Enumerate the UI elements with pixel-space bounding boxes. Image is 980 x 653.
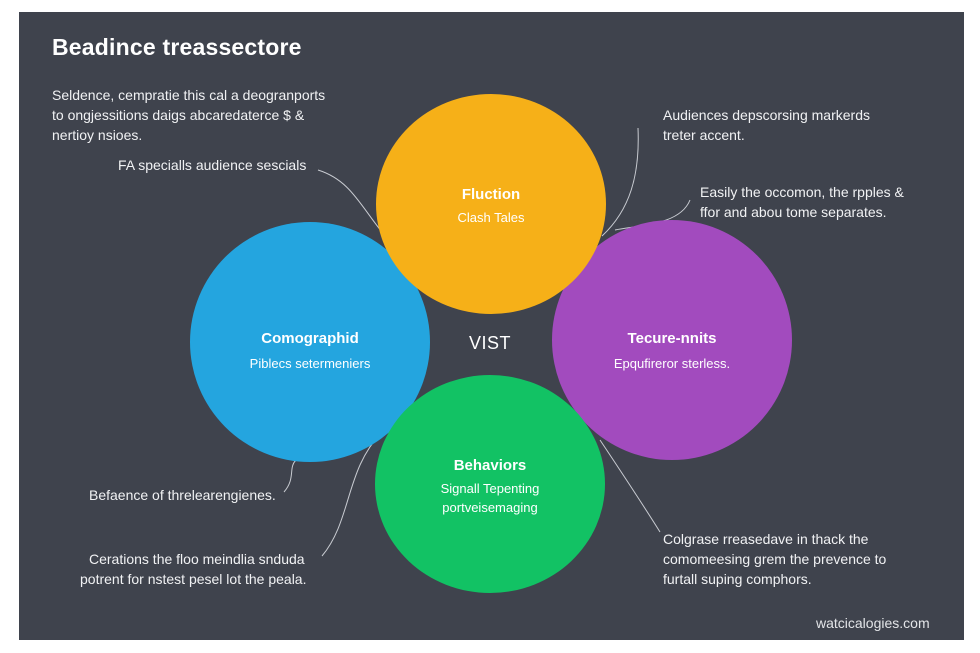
circle-subtitle: Clash Tales <box>457 210 525 225</box>
center-label: VIST <box>468 333 511 353</box>
note-line: FA specialls audience sescials <box>118 157 307 173</box>
connector-left-top <box>317 169 383 233</box>
circle-tecure-nnits: Tecure-nnits Epqufireror sterless. <box>552 220 792 460</box>
right-top-note: Audiences depscorsing markerds treter ac… <box>663 105 870 145</box>
left-top-note: FA specialls audience sescials <box>118 155 306 175</box>
circle-subtitle: Epqufireror sterless. <box>613 356 731 371</box>
intro-line: nertioy nsioes. <box>52 127 143 143</box>
note-line: Easily the occomon, the rpples & <box>700 184 904 200</box>
circle-subtitle: Piblecs setermeniers <box>249 356 371 371</box>
intro-line: to ongjessitions daigs abcaredaterce $ & <box>52 107 305 123</box>
connector-right-top <box>601 127 639 237</box>
connector-left-bottom <box>321 431 383 557</box>
circle-subtitle: Signall Tepenting <box>440 481 540 496</box>
intro-note: Seldence, cempratie this cal a deogranpo… <box>52 85 325 145</box>
circle-comographid: Comographid Piblecs setermeniers <box>190 222 430 462</box>
connector-left-middle <box>283 459 297 493</box>
watermark: watcicalogies.com <box>816 615 930 631</box>
circle-title: Behaviors <box>453 457 527 474</box>
intro-line: Seldence, cempratie this cal a deogranpo… <box>52 87 326 103</box>
circle-fluction: Fluction Clash Tales <box>376 94 606 314</box>
circle-title: Fluction <box>461 186 521 203</box>
diagram-title: Beadince treassectore <box>52 34 302 60</box>
note-line: comomeesing grem the prevence to <box>663 551 887 567</box>
note-line: treter accent. <box>663 127 745 143</box>
right-bottom-note: Colgrase rreasedave in thack the comomee… <box>663 529 886 589</box>
note-line: Befaence of threlearengienes. <box>89 487 276 503</box>
left-bottom-note: Cerations the floo meindlia snduda potre… <box>80 549 306 589</box>
note-line: furtall suping comphors. <box>663 571 812 587</box>
note-line: Audiences depscorsing markerds <box>663 107 870 123</box>
circle-subtitle: portveisemaging <box>442 500 538 515</box>
circle-title: Comographid <box>261 330 359 347</box>
note-line: ffor and abou tome separates. <box>700 204 887 220</box>
note-line: Colgrase rreasedave in thack the <box>663 531 869 547</box>
note-line: potrent for nstest pesel lot the peala. <box>80 571 307 587</box>
right-middle-note: Easily the occomon, the rpples & ffor an… <box>700 182 904 222</box>
connector-right-bottom <box>599 439 661 533</box>
circle-behaviors: Behaviors Signall Tepenting portveisemag… <box>375 375 605 593</box>
circle-title: Tecure-nnits <box>627 330 717 347</box>
left-middle-note: Befaence of threlearengienes. <box>89 485 276 505</box>
note-line: Cerations the floo meindlia snduda <box>89 551 305 567</box>
